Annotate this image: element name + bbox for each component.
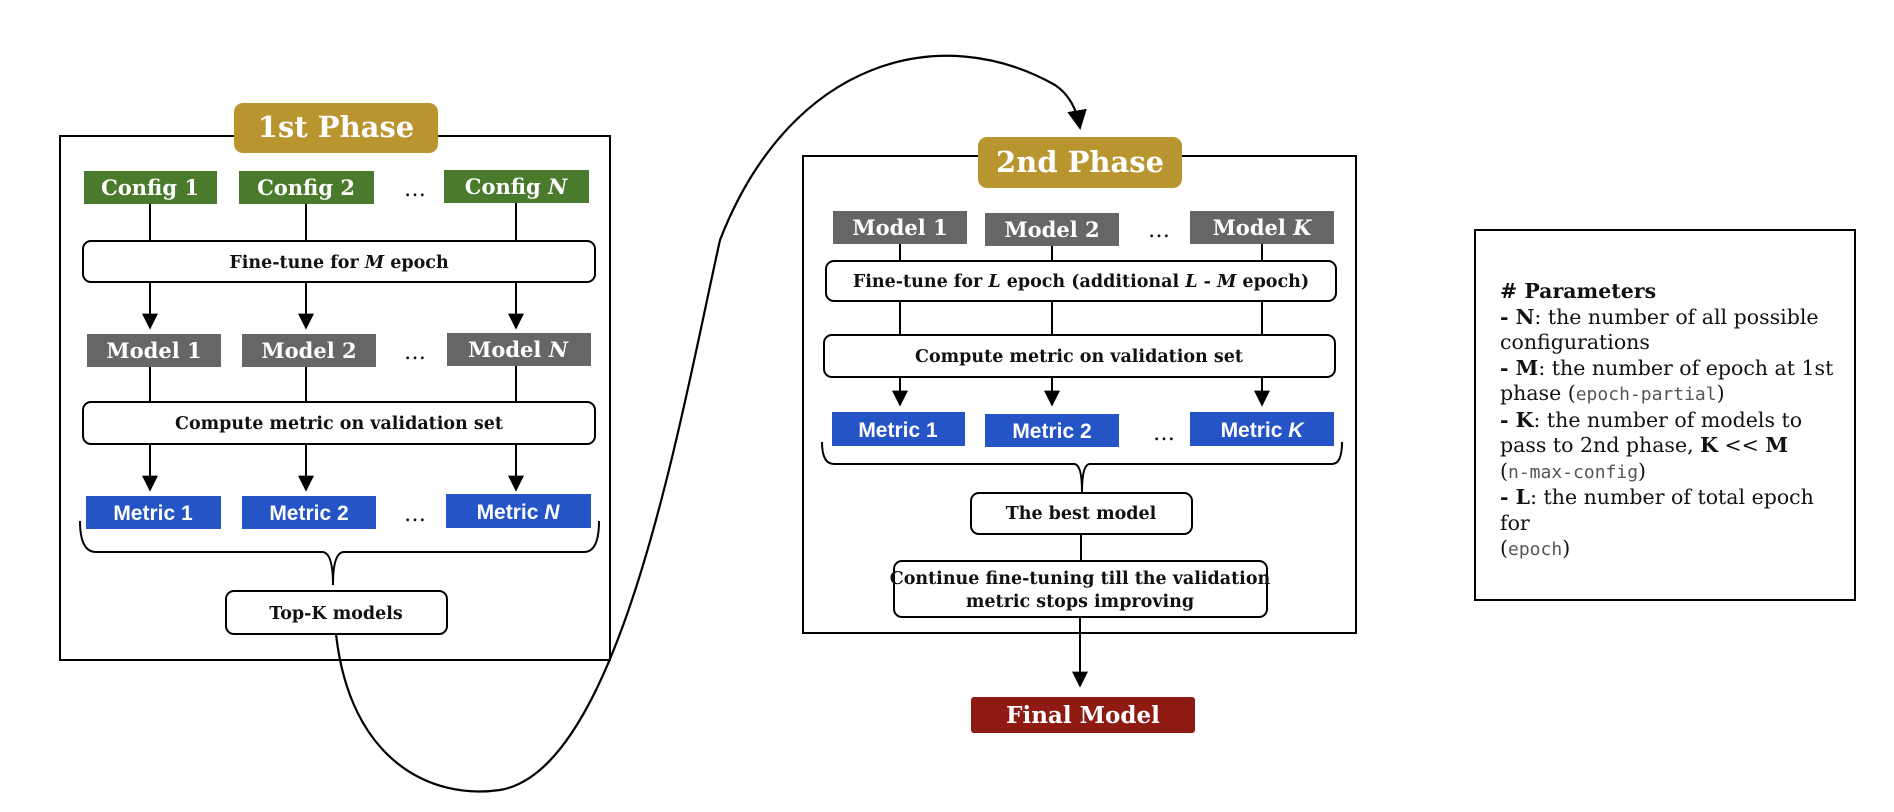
legend-n: - N: the number of all possible configur… bbox=[1500, 304, 1819, 355]
compute-box-phase1 bbox=[82, 401, 596, 445]
continue-label-line2: metric stops improving bbox=[966, 592, 1194, 612]
phase2-metric-box-k bbox=[1190, 412, 1334, 446]
finetune-label-phase1: Fine-tune for M epoch bbox=[229, 253, 449, 273]
config-ellipsis: … bbox=[404, 177, 426, 202]
phase2-model-box-1 bbox=[833, 211, 967, 244]
compute-box-phase2 bbox=[823, 334, 1336, 378]
phase1-frame bbox=[59, 135, 611, 661]
config-box-1 bbox=[84, 171, 217, 204]
legend-heading: # Parameters bbox=[1500, 279, 1657, 303]
metric-label-1: Metric 1 bbox=[113, 502, 193, 525]
config-box-n bbox=[444, 170, 589, 203]
metric-label-n: Metric N bbox=[477, 501, 561, 524]
phase2-title-badge bbox=[978, 137, 1182, 188]
phase1-title: 1st Phase bbox=[258, 110, 414, 144]
phase2-title: 2nd Phase bbox=[996, 145, 1164, 179]
config-label-n: Config N bbox=[465, 174, 568, 199]
legend-text: # Parameters - N: the number of all poss… bbox=[1500, 279, 1840, 563]
finetune-label-phase2: Fine-tune for L epoch (additional L - M … bbox=[853, 272, 1309, 292]
parameters-legend: # Parameters - N: the number of all poss… bbox=[1474, 229, 1856, 601]
metric-box-n bbox=[446, 494, 591, 528]
metric-box-2 bbox=[242, 496, 376, 529]
compute-label-phase1: Compute metric on validation set bbox=[175, 414, 503, 434]
phase2-metric-ellipsis: … bbox=[1153, 421, 1175, 446]
model-label-n: Model N bbox=[468, 337, 569, 362]
legend-l: - L: the number of total epoch for(epoch… bbox=[1500, 485, 1814, 560]
phase2-model-label-1: Model 1 bbox=[852, 215, 947, 240]
model-ellipsis: … bbox=[404, 340, 426, 365]
phase2-model-box-k bbox=[1190, 211, 1334, 244]
config-label-2: Config 2 bbox=[257, 175, 355, 200]
finetune-box-phase1 bbox=[82, 240, 596, 283]
phase2-model-label-k: Model K bbox=[1213, 215, 1313, 240]
final-model-label: Final Model bbox=[1006, 702, 1160, 729]
metric-label-2: Metric 2 bbox=[269, 502, 348, 525]
legend-m: - M: the number of epoch at 1st phase (e… bbox=[1500, 355, 1834, 406]
metric-box-1 bbox=[86, 496, 221, 529]
model-box-2 bbox=[242, 334, 376, 367]
phase1-title-badge bbox=[234, 103, 438, 153]
model-box-n bbox=[447, 333, 591, 366]
brace bbox=[79, 520, 600, 586]
legend-k: - K: the number of models to pass to 2nd… bbox=[1500, 407, 1803, 483]
topk-label: Top-K models bbox=[269, 604, 403, 624]
final-model-box bbox=[971, 697, 1195, 733]
phase2-model-box-2 bbox=[985, 213, 1119, 246]
brace bbox=[821, 441, 1343, 493]
model-label-1: Model 1 bbox=[106, 338, 201, 363]
model-label-2: Model 2 bbox=[261, 338, 356, 363]
phase2-model-ellipsis: … bbox=[1148, 218, 1170, 243]
model-box-1 bbox=[87, 334, 221, 367]
phase2-metric-label-k: Metric K bbox=[1221, 419, 1306, 442]
phase-connector-curve bbox=[334, 54, 1087, 793]
best-model-label: The best model bbox=[1006, 504, 1157, 524]
phase2-metric-box-1 bbox=[832, 412, 965, 446]
phase2-metric-label-1: Metric 1 bbox=[858, 419, 938, 442]
compute-label-phase2: Compute metric on validation set bbox=[915, 347, 1243, 367]
continue-label-line1: Continue fine-tuning till the validation bbox=[890, 569, 1271, 589]
phase2-metric-label-2: Metric 2 bbox=[1012, 420, 1091, 443]
config-label-1: Config 1 bbox=[101, 175, 199, 200]
config-box-2 bbox=[239, 171, 374, 204]
finetune-box-phase2 bbox=[825, 260, 1337, 302]
phase1-group: 1st Phase Config 1 Config 2 … Config N F… bbox=[59, 103, 611, 661]
phase2-group: 2nd Phase Model 1 Model 2 … Model K Fine… bbox=[802, 137, 1357, 634]
phase2-model-label-2: Model 2 bbox=[1004, 217, 1099, 242]
metric-ellipsis: … bbox=[404, 502, 426, 527]
phase2-metric-box-2 bbox=[985, 414, 1119, 447]
